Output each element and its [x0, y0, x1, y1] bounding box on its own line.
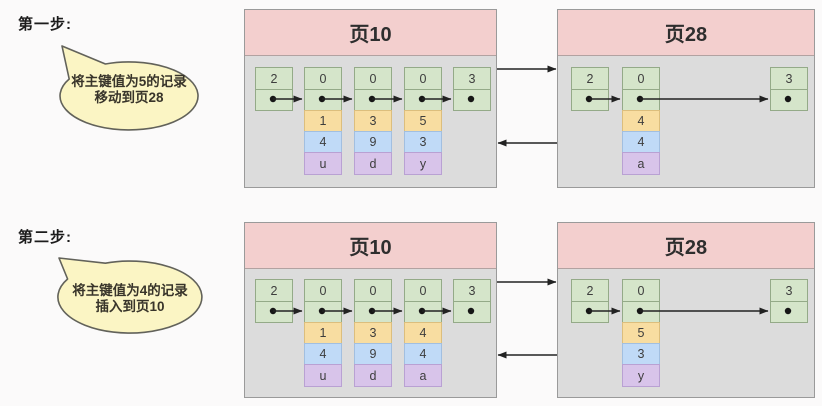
record-pointer-cell	[453, 89, 491, 111]
record-header-cell: 2	[571, 279, 609, 302]
user-record: 0 4 4 a	[622, 67, 660, 175]
step1-bubble-text: 将主键值为5的记录 移动到页28	[54, 74, 204, 105]
step2-page10: 页10 2 0 1 4 u 0 3 9 d 0 4 4 a 3	[244, 222, 497, 398]
user-record: 0 5 3 y	[622, 279, 660, 387]
step2-page28-header: 页28	[558, 223, 814, 269]
record-key-cell: 3	[354, 110, 392, 132]
page-title: 页10	[349, 237, 392, 259]
record-key-cell: 4	[404, 322, 442, 344]
record-key-cell: 4	[622, 110, 660, 132]
user-record: 0 3 9 d	[354, 279, 392, 387]
speech-bubble-shape	[57, 257, 203, 334]
record-header-cell: 0	[354, 279, 392, 302]
step1-page10-header: 页10	[245, 10, 496, 56]
record-col2-cell: 4	[404, 343, 442, 365]
user-record: 0 1 4 u	[304, 67, 342, 175]
record-key-cell: 1	[304, 110, 342, 132]
record-col3-cell: u	[304, 364, 342, 387]
record-pointer-cell	[770, 89, 808, 111]
record-pointer-cell	[571, 301, 609, 323]
record-header-cell: 2	[255, 279, 293, 302]
record-pointer-cell	[304, 89, 342, 111]
record-col2-cell: 9	[354, 343, 392, 365]
record-pointer-cell	[354, 301, 392, 323]
record-key-cell: 3	[354, 322, 392, 344]
user-record: 0 3 9 d	[354, 67, 392, 175]
infimum-record: 2	[571, 67, 609, 111]
bubble-line-2: 插入到页10	[95, 298, 165, 314]
step1-label: 第一步:	[18, 16, 72, 33]
record-col2-cell: 4	[304, 131, 342, 153]
record-col3-cell: y	[404, 152, 442, 175]
record-pointer-cell	[453, 301, 491, 323]
supremum-record: 3	[453, 279, 491, 323]
record-col3-cell: y	[622, 364, 660, 387]
record-col3-cell: d	[354, 152, 392, 175]
step1-page28: 页28 2 0 4 4 a 3	[557, 9, 815, 188]
record-col3-cell: d	[354, 364, 392, 387]
record-header-cell: 0	[354, 67, 392, 90]
infimum-record: 2	[255, 67, 293, 111]
record-col2-cell: 3	[622, 343, 660, 365]
step2-page28: 页28 2 0 5 3 y 3	[557, 222, 815, 398]
record-pointer-cell	[770, 301, 808, 323]
page-title: 页28	[664, 237, 708, 259]
record-header-cell: 0	[622, 67, 660, 90]
step2-speech-bubble	[57, 257, 203, 334]
record-header-cell: 3	[453, 279, 491, 302]
record-pointer-cell	[622, 301, 660, 323]
record-pointer-cell	[304, 301, 342, 323]
infimum-record: 2	[571, 279, 609, 323]
step2-bubble-text: 将主键值为4的记录 插入到页10	[55, 283, 205, 314]
record-header-cell: 3	[770, 67, 808, 90]
record-header-cell: 0	[622, 279, 660, 302]
record-col2-cell: 4	[622, 131, 660, 153]
step1-page10: 页10 2 0 1 4 u 0 3 9 d 0 5 3 y 3	[244, 9, 497, 188]
bubble-line-2: 移动到页28	[94, 89, 164, 105]
step2-label: 第二步:	[18, 229, 72, 246]
step1-page28-header: 页28	[558, 10, 814, 56]
page-title: 页10	[349, 24, 392, 46]
speech-bubble-shape	[59, 45, 199, 131]
record-pointer-cell	[404, 89, 442, 111]
record-pointer-cell	[622, 89, 660, 111]
record-key-cell: 5	[404, 110, 442, 132]
record-col3-cell: a	[622, 152, 660, 175]
record-header-cell: 3	[453, 67, 491, 90]
record-col3-cell: u	[304, 152, 342, 175]
supremum-record: 3	[453, 67, 491, 111]
record-pointer-cell	[255, 301, 293, 323]
record-key-cell: 1	[304, 322, 342, 344]
record-col3-cell: a	[404, 364, 442, 387]
supremum-record: 3	[770, 67, 808, 111]
record-header-cell: 0	[304, 279, 342, 302]
record-pointer-cell	[354, 89, 392, 111]
record-header-cell: 0	[404, 279, 442, 302]
step2-page10-header: 页10	[245, 223, 496, 269]
record-header-cell: 2	[571, 67, 609, 90]
record-header-cell: 2	[255, 67, 293, 90]
record-header-cell: 0	[404, 67, 442, 90]
supremum-record: 3	[770, 279, 808, 323]
bubble-line-1: 将主键值为5的记录	[71, 74, 187, 89]
infimum-record: 2	[255, 279, 293, 323]
page-title: 页28	[664, 24, 708, 46]
bubble-line-1: 将主键值为4的记录	[72, 283, 188, 298]
user-record: 0 4 4 a	[404, 279, 442, 387]
record-pointer-cell	[404, 301, 442, 323]
record-pointer-cell	[571, 89, 609, 111]
step1-speech-bubble	[59, 45, 199, 131]
record-pointer-cell	[255, 89, 293, 111]
user-record: 0 5 3 y	[404, 67, 442, 175]
record-key-cell: 5	[622, 322, 660, 344]
record-col2-cell: 4	[304, 343, 342, 365]
user-record: 0 1 4 u	[304, 279, 342, 387]
record-col2-cell: 9	[354, 131, 392, 153]
record-header-cell: 3	[770, 279, 808, 302]
record-col2-cell: 3	[404, 131, 442, 153]
record-header-cell: 0	[304, 67, 342, 90]
